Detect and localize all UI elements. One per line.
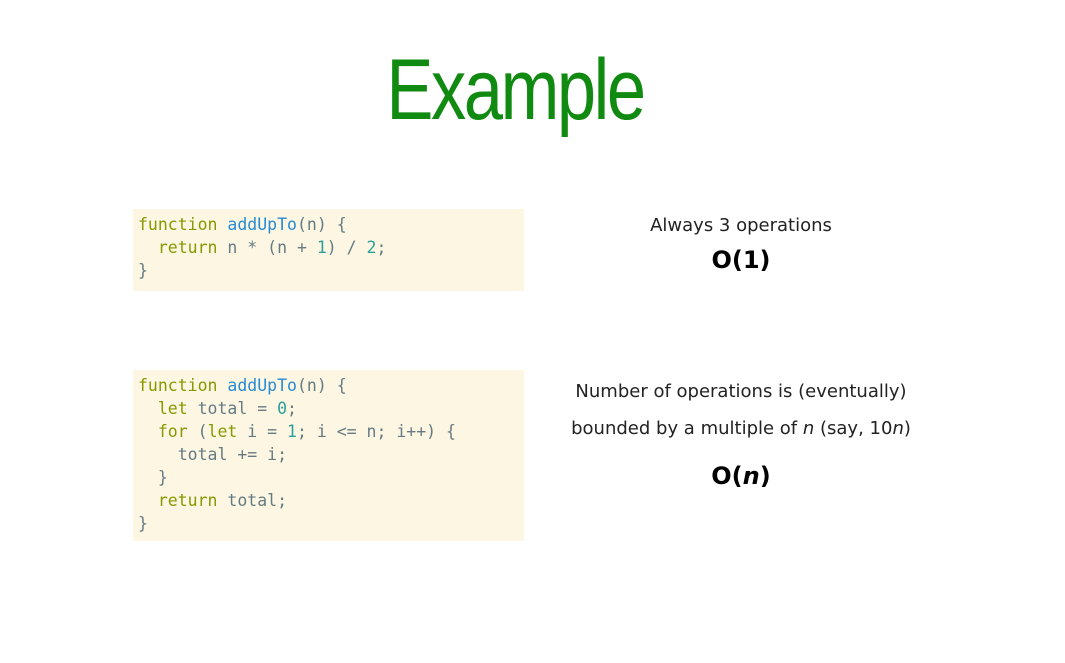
line2-variable-2: n [892, 418, 904, 439]
code-token: let [157, 399, 188, 418]
code-line: let total = 0; [138, 397, 524, 420]
code-block-constant: function addUpTo(n) { return n * (n + 1)… [133, 209, 524, 291]
description-linear: Number of operations is (eventually) bou… [560, 373, 922, 493]
code-line: for (let i = 1; i <= n; i++) { [138, 420, 524, 443]
code-line: } [138, 466, 524, 489]
complexity-label-linear: O(n) [560, 459, 922, 493]
code-token [138, 399, 158, 418]
complexity-value: 1 [742, 246, 760, 274]
code-token: } [138, 261, 148, 280]
complexity-suffix: ) [759, 246, 771, 274]
code-token: 2 [366, 238, 377, 257]
line2-prefix: bounded by a multiple of [571, 418, 803, 439]
complexity-label-constant: O(1) [560, 243, 922, 277]
code-token: 1 [316, 238, 327, 257]
code-token: 1 [287, 422, 297, 441]
complexity-prefix: O( [711, 462, 743, 490]
code-token [217, 376, 227, 395]
description-constant: Always 3 operations O(1) [560, 209, 922, 277]
code-token: ; [376, 238, 387, 257]
code-token: i = [237, 422, 288, 441]
code-token: } [138, 468, 168, 487]
code-line: } [138, 512, 524, 535]
code-token: (n) { [296, 376, 347, 395]
code-block-linear: function addUpTo(n) { let total = 0; for… [133, 370, 524, 541]
code-token [217, 215, 227, 234]
code-token: 0 [277, 399, 288, 418]
code-token: ) / [326, 238, 367, 257]
complexity-prefix: O( [711, 246, 743, 274]
line2-variable: n [802, 418, 815, 439]
description-line-2: bounded by a multiple of n (say, 10n) [560, 410, 922, 447]
code-token: for [157, 422, 188, 441]
code-token: addUpTo [227, 215, 297, 234]
code-token: let [207, 422, 238, 441]
code-line: total += i; [138, 443, 524, 466]
code-token [138, 238, 158, 257]
complexity-suffix: ) [759, 462, 771, 490]
code-line: function addUpTo(n) { [138, 213, 524, 236]
code-token: ( [187, 422, 208, 441]
code-token: total += i; [138, 445, 288, 464]
description-line-1: Number of operations is (eventually) [575, 381, 907, 402]
code-token: n * (n + [217, 238, 317, 257]
code-token: ; [287, 399, 297, 418]
code-token: addUpTo [227, 376, 297, 395]
line2-end: ) [903, 418, 911, 439]
code-line: return n * (n + 1) / 2; [138, 236, 524, 259]
slide-title: Example [386, 42, 646, 138]
line2-mid: (say, 10 [814, 418, 893, 439]
code-token: return [157, 491, 218, 510]
code-token: total; [217, 491, 288, 510]
code-token [138, 491, 158, 510]
code-token [138, 422, 158, 441]
description-text: Always 3 operations [650, 215, 832, 236]
code-token: total = [187, 399, 278, 418]
code-token: ; i <= n; i++) { [296, 422, 456, 441]
code-line: } [138, 259, 524, 282]
code-line: function addUpTo(n) { [138, 374, 524, 397]
code-token: } [138, 514, 148, 533]
code-token: (n) { [296, 215, 347, 234]
code-line: return total; [138, 489, 524, 512]
code-token: return [157, 238, 218, 257]
complexity-variable: n [742, 462, 760, 490]
code-token: function [138, 376, 218, 395]
code-token: function [138, 215, 218, 234]
